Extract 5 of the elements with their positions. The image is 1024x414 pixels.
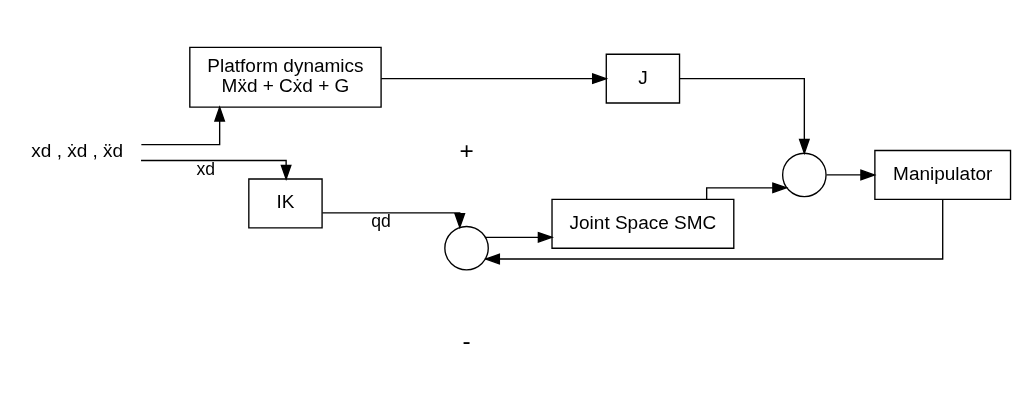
label: + (459, 136, 474, 164)
label: - (462, 326, 471, 354)
node-text: xd , ẋd , ẍd (31, 139, 124, 161)
edge-label: qd (371, 210, 391, 231)
edge-label: xd (196, 158, 216, 179)
